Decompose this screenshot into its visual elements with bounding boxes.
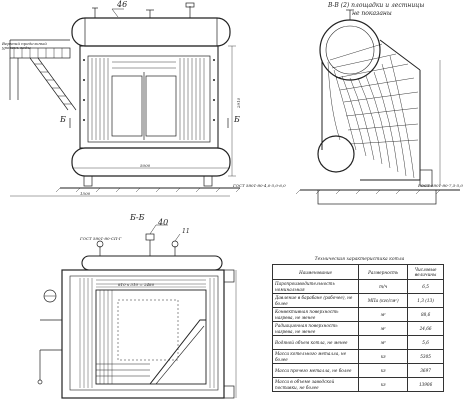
table-row: Масса прочего металла, не более кг 3697 — [271, 363, 444, 378]
label-section-vv-title: В-В (2) площадки и лестницы — [328, 2, 425, 9]
row-value: 5305 — [407, 349, 444, 364]
table-row: Масса в объеме заводской поставки, не бо… — [271, 377, 444, 392]
row-name: Конвективная поверхность нагрева, не мен… — [271, 307, 360, 322]
row-unit: МПа (кгс/см²) — [358, 293, 409, 308]
label-gost-left: ГОСТ 5801-80-4,0-5,0-6,0 — [233, 183, 286, 188]
label-dim-2910: 2910 — [236, 97, 241, 108]
row-value: 6,5 — [407, 279, 444, 294]
front-elevation — [9, 2, 241, 197]
table-row: Радиационная поверхность нагрева, не мен… — [271, 321, 444, 336]
label-pos46: 46 — [117, 0, 128, 9]
label-dim-1500: 1500 — [80, 191, 91, 196]
label-pos11: 11 — [182, 228, 190, 235]
table-row: Масса котельного металла, не более кг 53… — [271, 349, 444, 364]
row-unit: м³ — [358, 335, 409, 350]
section-bb — [37, 224, 237, 399]
table-header-unit: Размерность — [358, 264, 409, 280]
row-value: 88,6 — [407, 307, 444, 322]
table-header-name: Наименование — [271, 264, 360, 280]
table-header-value: Числовые величины — [407, 264, 444, 280]
table-row: Водяной объем котла, не менее м³ 5,6 — [271, 335, 444, 350]
row-value: 24,66 — [407, 321, 444, 336]
row-unit: м² — [358, 307, 409, 322]
row-value: 3697 — [407, 363, 444, 378]
label-section-b-right: Б — [234, 115, 240, 124]
label-gost-plan: ГОСТ 5801-80-СП-Г — [80, 236, 122, 241]
label-pos40: 40 — [158, 218, 169, 227]
row-name: Радиационная поверхность нагрева, не мен… — [271, 321, 360, 336]
table-row: Паропроизводительность номинальная т/ч 6… — [271, 279, 444, 294]
label-section-vv-sub: не показаны — [352, 10, 392, 17]
label-section-b-left: Б — [60, 115, 66, 124]
row-unit: кг — [358, 377, 409, 392]
row-value: 13906 — [407, 377, 444, 392]
row-name: Водяной объем котла, не менее — [271, 335, 360, 350]
row-name: Масса котельного металла, не более — [271, 349, 360, 364]
label-side-note: Верхний предельный уровень воды — [2, 41, 47, 51]
row-name: Паропроизводительность номинальная — [271, 279, 360, 294]
table-caption: Техническая характеристика котла — [314, 257, 405, 262]
label-gost-right: ГОСТ 5801-80-7,5-5,0 — [418, 183, 463, 188]
label-dim-5000: 5000 — [140, 163, 151, 168]
row-unit: м² — [358, 321, 409, 336]
label-dim-plan: 810 x 310 = 2480 — [118, 282, 155, 287]
row-unit: т/ч — [358, 279, 409, 294]
row-unit: кг — [358, 363, 409, 378]
table-row: Конвективная поверхность нагрева, не мен… — [271, 307, 444, 322]
row-unit: кг — [358, 349, 409, 364]
section-vv — [295, 9, 460, 205]
row-name: Масса в объеме заводской поставки, не бо… — [271, 377, 360, 392]
row-name: Давление в барабане (рабочее), не более — [271, 293, 360, 308]
spec-table: Наименование Размерность Числовые величи… — [271, 264, 444, 392]
row-value: 5,6 — [407, 335, 444, 350]
table-row: Давление в барабане (рабочее), не более … — [271, 293, 444, 308]
label-section-bb: Б-Б — [130, 213, 145, 222]
row-name: Масса прочего металла, не более — [271, 363, 360, 378]
row-value: 1,3 (13) — [407, 293, 444, 308]
